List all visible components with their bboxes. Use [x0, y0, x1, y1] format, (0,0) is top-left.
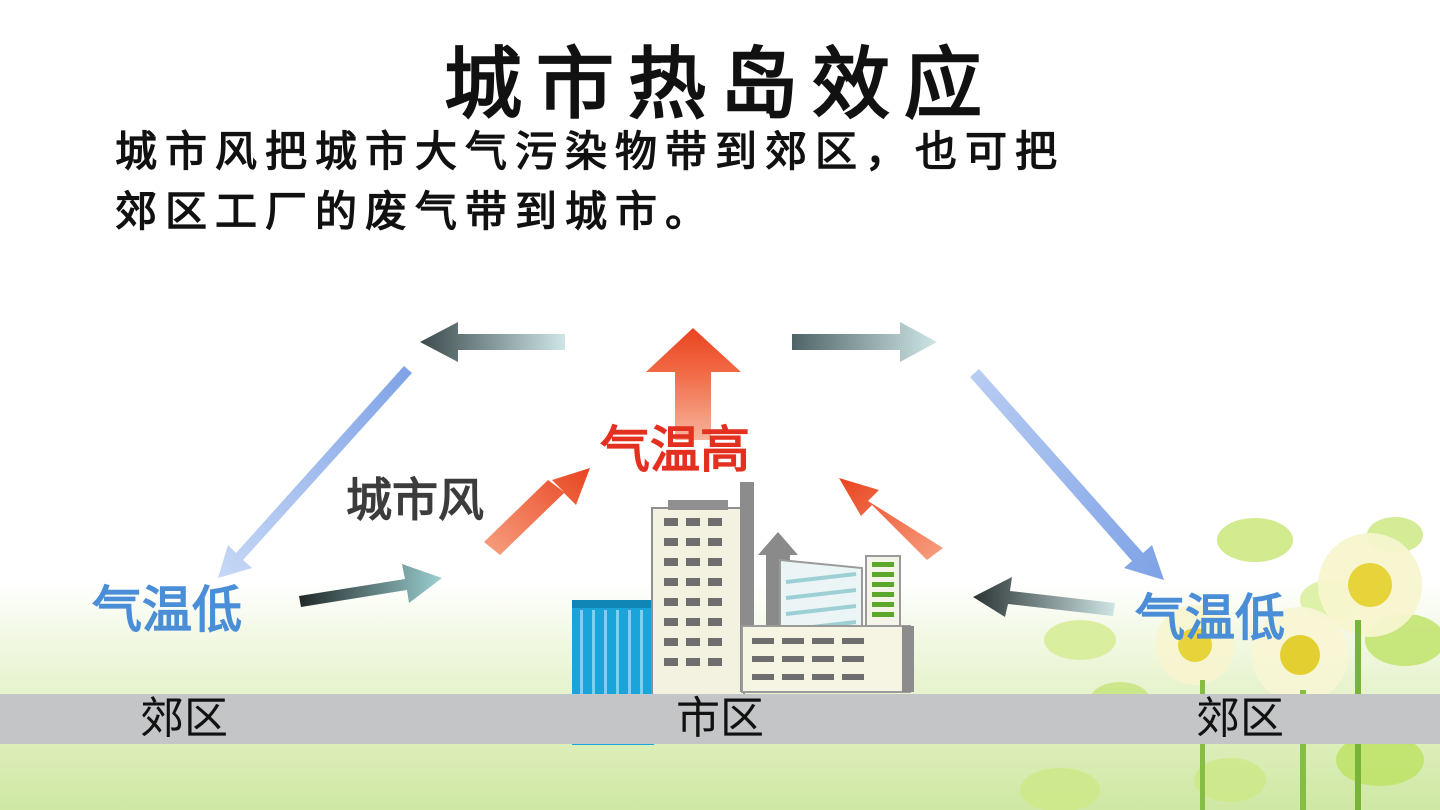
arrow-descend-right	[970, 369, 1164, 580]
label-temperature-low-right: 气温低	[1135, 589, 1285, 647]
ground-band	[0, 694, 1440, 744]
ground-label-suburb-left: 郊区	[140, 693, 228, 744]
arrow-rise-left	[484, 468, 590, 555]
page-title: 城市热岛效应	[443, 39, 996, 130]
arrow-rise-center	[646, 328, 741, 440]
ground-label-suburb-right: 郊区	[1196, 693, 1284, 744]
flower-decoration	[1020, 517, 1440, 810]
label-city-wind: 城市风	[346, 473, 484, 527]
subtitle-line-1: 城市风把城市大气污染物带到郊区，也可把	[115, 127, 1066, 176]
label-temperature-low-left: 气温低	[92, 581, 242, 639]
arrow-descend-left	[218, 366, 412, 578]
ground-label-urban: 市区	[676, 693, 764, 744]
subtitle: 城市风把城市大气污染物带到郊区，也可把 郊区工厂的废气带到城市。	[115, 122, 1375, 242]
arrow-top-left	[420, 322, 565, 362]
arrow-inflow-right	[973, 577, 1115, 617]
arrow-rise-right	[839, 478, 943, 560]
arrow-inflow-left	[299, 564, 442, 607]
subtitle-line-2: 郊区工厂的废气带到城市。	[115, 187, 716, 236]
label-temperature-high: 气温高	[600, 421, 750, 479]
arrow-top-right	[792, 322, 937, 362]
